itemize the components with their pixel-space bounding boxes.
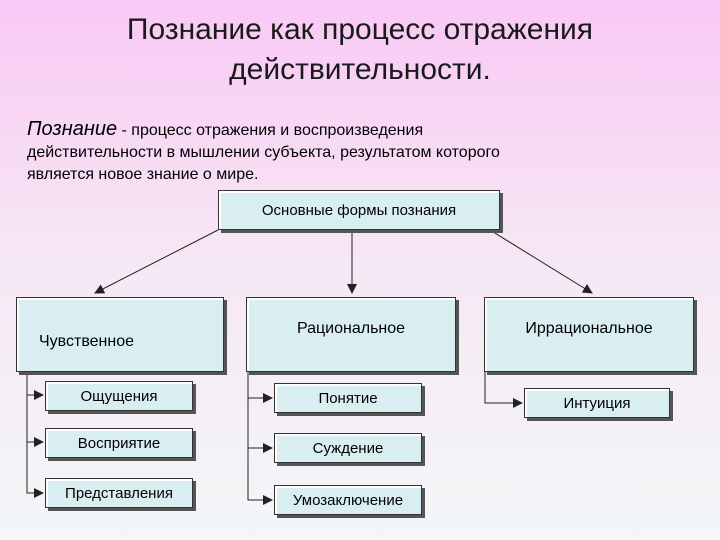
- arrow-to-irrational: [489, 229, 593, 294]
- item-concept-label: Понятие: [318, 389, 378, 407]
- item-sensation-label: Ощущения: [80, 387, 158, 405]
- branch-sensory-label: Чувственное: [39, 332, 134, 350]
- item-judgment-label: Суждение: [312, 439, 384, 457]
- root-box: Основные формы познания: [218, 190, 500, 230]
- branch-rational-label: Рациональное: [296, 320, 406, 337]
- item-representation: Представления: [45, 478, 193, 508]
- item-concept: Понятие: [274, 383, 422, 413]
- item-judgment: Суждение: [274, 433, 422, 463]
- slide-title: Познание как процесс отражения действите…: [0, 10, 720, 90]
- branch-irrational: Иррациональное: [484, 297, 694, 372]
- item-representation-label: Представления: [65, 484, 173, 502]
- definition-line-2: действительности в мышлении субъекта, ре…: [27, 144, 500, 161]
- arrow-to-concept: [247, 372, 273, 403]
- branch-sensory: Чувственное: [16, 297, 224, 372]
- arrow-to-judgment: [247, 398, 273, 453]
- root-label: Основные формы познания: [261, 201, 457, 219]
- item-inference: Умозаключение: [274, 485, 422, 515]
- arrow-to-representation: [26, 442, 44, 498]
- item-sensation: Ощущения: [45, 381, 193, 411]
- title-line-1: Познание как процесс отражения: [126, 13, 594, 46]
- arrow-to-perception: [26, 395, 44, 447]
- item-intuition: Интуиция: [524, 388, 670, 418]
- item-perception: Восприятие: [45, 428, 193, 458]
- definition-text-1: - процесс отражения и воспроизведения: [117, 122, 424, 139]
- definition-line-3: является новое знание о мире.: [27, 166, 259, 183]
- item-inference-label: Умозаключение: [292, 491, 404, 509]
- branch-irrational-label: Иррациональное: [525, 320, 653, 337]
- arrow-to-sensory: [94, 229, 219, 294]
- definition: Познание - процесс отражения и воспроизв…: [27, 118, 707, 186]
- arrow-to-sensation: [26, 372, 44, 400]
- arrow-to-intuition: [484, 372, 523, 408]
- definition-line-1: Познание - процесс отражения и воспроизв…: [27, 118, 707, 142]
- item-perception-label: Восприятие: [77, 434, 161, 452]
- arrow-to-inference: [247, 448, 273, 505]
- item-intuition-label: Интуиция: [563, 394, 631, 412]
- definition-term: Познание: [27, 118, 118, 140]
- title-line-2: действительности.: [229, 53, 491, 86]
- branch-rational: Рациональное: [246, 297, 456, 372]
